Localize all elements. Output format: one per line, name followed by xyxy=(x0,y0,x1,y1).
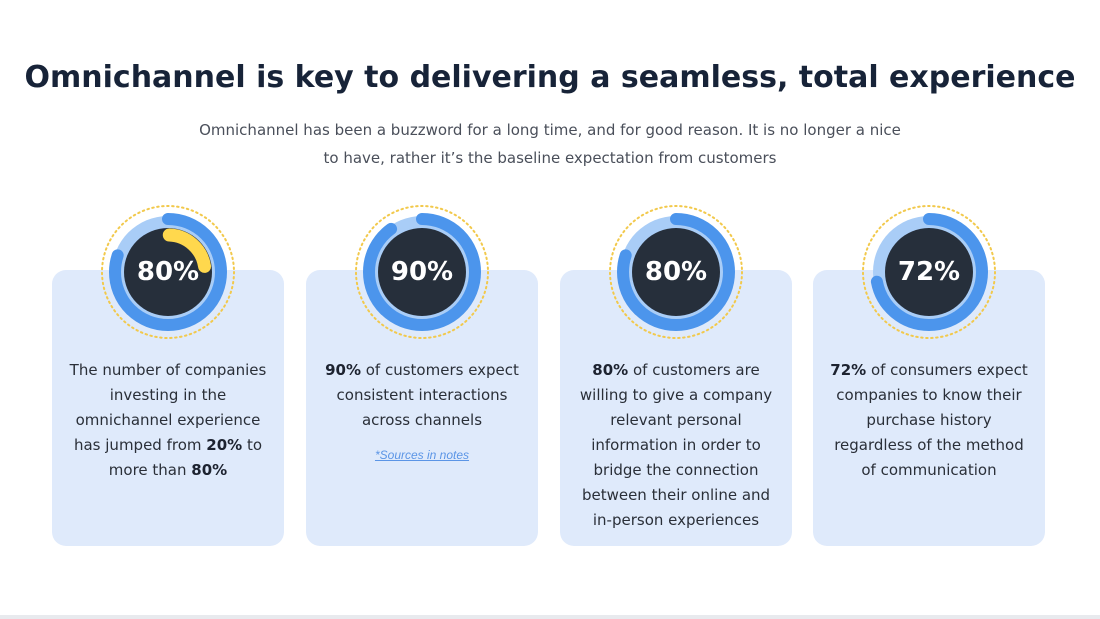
stat-text: of customers are willing to give a compa… xyxy=(579,361,773,529)
ring-center xyxy=(632,228,720,316)
progress-ring: 80% xyxy=(608,204,744,340)
progress-ring-graphic xyxy=(101,205,235,339)
dotted-ring xyxy=(862,205,996,339)
progress-ring-graphic xyxy=(355,205,489,339)
ring-center xyxy=(378,228,466,316)
stat-value: 80% xyxy=(136,257,200,287)
stat-description: 72% of consumers expect companies to kno… xyxy=(827,358,1031,483)
ring-progress-arc xyxy=(617,213,735,331)
ring-center xyxy=(885,228,973,316)
stat-description: 90% of customers expect consistent inter… xyxy=(320,358,524,468)
ring-progress-arc xyxy=(109,213,227,331)
ring-highlight-arc xyxy=(124,228,212,316)
progress-ring-graphic xyxy=(609,205,743,339)
stat-text: of customers expect consistent interacti… xyxy=(336,361,519,429)
progress-ring: 72% xyxy=(861,204,997,340)
page-title: Omnichannel is key to delivering a seaml… xyxy=(24,60,1076,95)
stat-description: 80% of customers are willing to give a c… xyxy=(574,358,778,533)
stat-text: to more than xyxy=(108,436,263,479)
progress-ring: 90% xyxy=(354,204,490,340)
progress-ring-graphic xyxy=(862,205,996,339)
page-subtitle: Omnichannel has been a buzzword for a lo… xyxy=(199,121,901,167)
progress-ring: 80% xyxy=(100,204,236,340)
stat-description: The number of companies investing in the… xyxy=(66,358,270,483)
stat-highlight: 80% xyxy=(592,361,629,379)
ring-progress-arc xyxy=(870,213,988,331)
stat-highlight: 20% xyxy=(206,436,243,454)
stat-text: The number of companies investing in the… xyxy=(69,361,267,454)
stat-highlight: 80% xyxy=(191,461,228,479)
ring-progress-arc xyxy=(363,213,481,331)
stat-highlight: 72% xyxy=(830,361,867,379)
dotted-ring xyxy=(355,205,489,339)
stat-value: 90% xyxy=(390,257,454,287)
bottom-divider xyxy=(0,615,1100,619)
dotted-ring xyxy=(101,205,235,339)
sources-link[interactable]: *Sources in notes xyxy=(374,448,470,462)
stat-value: 80% xyxy=(644,257,708,287)
stat-value: 72% xyxy=(897,257,961,287)
stat-text: of consumers expect companies to know th… xyxy=(834,361,1028,479)
stat-highlight: 90% xyxy=(325,361,361,379)
dotted-ring xyxy=(609,205,743,339)
